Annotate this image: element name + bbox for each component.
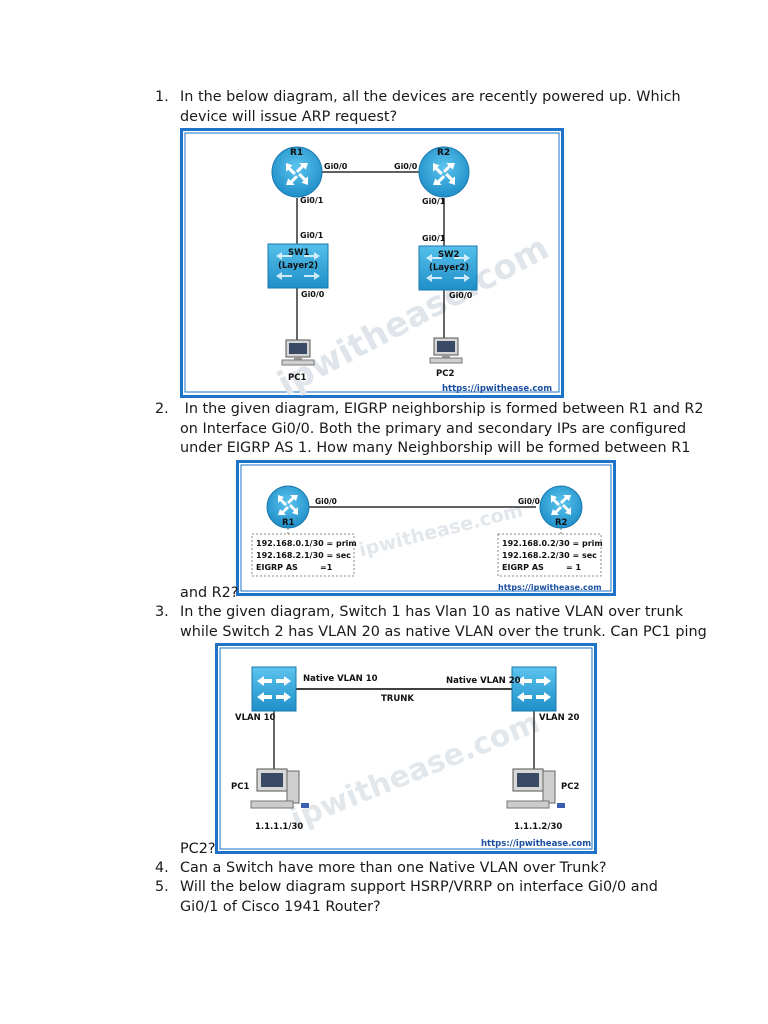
question-line: while Switch 2 has VLAN 20 as native VLA…	[180, 623, 707, 640]
r1-config-line: 192.168.0.1/30 = prim	[256, 539, 357, 548]
sw2-gi01-label: Gi0/1	[422, 234, 446, 243]
sw1-gi00-label: Gi0/0	[301, 290, 325, 299]
native-vlan-2-label: Native VLAN 20	[446, 676, 521, 686]
r1-config-line: 192.168.2.1/30 = sec	[256, 551, 351, 560]
question-4: 4. Can a Switch have more than one Nativ…	[155, 859, 675, 879]
network-diagram-arp: ipwithease.com R1 R2 Gi0/0 Gi0/0 Gi0/1 G…	[180, 128, 564, 398]
switch-1-icon	[251, 666, 297, 712]
question-3: 3. In the given diagram, Switch 1 has Vl…	[155, 603, 707, 643]
pc2-icon	[429, 337, 463, 364]
question-line: In the given diagram, Switch 1 has Vlan …	[180, 604, 684, 620]
pc1-ip-label: 1.1.1.1/30	[255, 822, 303, 832]
question-line: on Interface Gi0/0. Both the primary and…	[180, 420, 687, 437]
sw2-layer: (Layer2)	[429, 263, 469, 273]
question-5: 5. Will the below diagram support HSRP/V…	[155, 878, 675, 918]
question-line: In the given diagram, EIGRP neighborship…	[180, 401, 704, 417]
sw1-name: SW1	[288, 248, 309, 258]
vlan-20-label: VLAN 20	[539, 713, 580, 723]
r2-label: R2	[437, 148, 450, 158]
router-r2-icon	[418, 146, 470, 198]
vlan-10-label: VLAN 10	[235, 713, 276, 723]
question-line: Will the below diagram support HSRP/VRRP…	[180, 879, 658, 895]
question-number: 2.	[155, 401, 169, 417]
native-vlan-1-label: Native VLAN 10	[303, 674, 378, 684]
question-line: Can a Switch have more than one Native V…	[180, 860, 607, 876]
network-diagram-native-vlan: ipwithease.com Native VLAN 10 Native VLA…	[215, 643, 597, 854]
r1-gi00-label: Gi0/0	[324, 162, 348, 171]
question-line: under EIGRP AS 1. How many Neighborship …	[180, 440, 691, 456]
r2-interface-label: Gi0/0	[518, 497, 540, 506]
question-3-tail: PC2?	[155, 840, 255, 860]
r1-gi01-label: Gi0/1	[300, 196, 324, 205]
question-line: and R2?	[180, 585, 239, 601]
r1-config-line: EIGRP AS =1	[256, 563, 333, 572]
pc1-icon	[250, 768, 309, 809]
source-url: https://ipwithease.com	[481, 839, 591, 849]
router-r1-icon	[271, 146, 323, 198]
r2-config-line: 192.168.0.2/30 = prim	[502, 539, 603, 548]
sw2-gi00-label: Gi0/0	[449, 291, 473, 300]
pc1-label: PC1	[231, 782, 249, 792]
r2-label: R2	[555, 518, 568, 528]
source-url: https://ipwithease.com	[498, 583, 602, 592]
question-2: 2. In the given diagram, EIGRP neighbors…	[155, 400, 704, 460]
r2-config-line: EIGRP AS = 1	[502, 563, 582, 572]
question-2-tail: and R2?	[155, 584, 255, 604]
sw2-name: SW2	[438, 250, 459, 260]
question-number: 4.	[155, 860, 169, 876]
pc1-label: PC1	[288, 373, 306, 383]
switch-sw1-icon	[267, 243, 329, 289]
router-r2-icon	[539, 485, 583, 529]
diagram-frame	[236, 460, 616, 596]
r1-label: R1	[282, 518, 295, 528]
question-number: 3.	[155, 604, 169, 620]
router-r1-icon	[266, 485, 310, 529]
network-diagram-eigrp: ipwithease.com R1 R2 Gi0/0 Gi0/0 192.168…	[236, 460, 616, 596]
question-line: In the below diagram, all the devices ar…	[180, 89, 681, 105]
sw1-layer: (Layer2)	[278, 261, 318, 271]
sw1-gi01-label: Gi0/1	[300, 231, 324, 240]
question-1: 1. In the below diagram, all the devices…	[155, 88, 681, 128]
pc1-icon	[281, 339, 315, 366]
pc2-icon	[506, 768, 565, 809]
pc2-label: PC2	[436, 369, 454, 379]
switch-sw2-icon	[418, 245, 478, 291]
source-url: https://ipwithease.com	[442, 384, 552, 394]
question-line: device will issue ARP request?	[180, 108, 398, 125]
r2-gi00-label: Gi0/0	[394, 162, 418, 171]
r1-interface-label: Gi0/0	[315, 497, 337, 506]
switch-2-icon	[511, 666, 557, 712]
diagram-frame	[180, 128, 564, 398]
r2-gi01-label: Gi0/1	[422, 197, 446, 206]
question-line: PC2?	[180, 841, 216, 857]
pc2-label: PC2	[561, 782, 579, 792]
pc2-ip-label: 1.1.1.2/30	[514, 822, 562, 832]
trunk-label: TRUNK	[381, 694, 414, 704]
r2-config-line: 192.168.2.2/30 = sec	[502, 551, 597, 560]
question-number: 5.	[155, 879, 169, 895]
question-line: Gi0/1 of Cisco 1941 Router?	[180, 898, 381, 915]
r1-label: R1	[290, 148, 303, 158]
question-number: 1.	[155, 89, 169, 105]
r2-config-box	[497, 533, 602, 577]
